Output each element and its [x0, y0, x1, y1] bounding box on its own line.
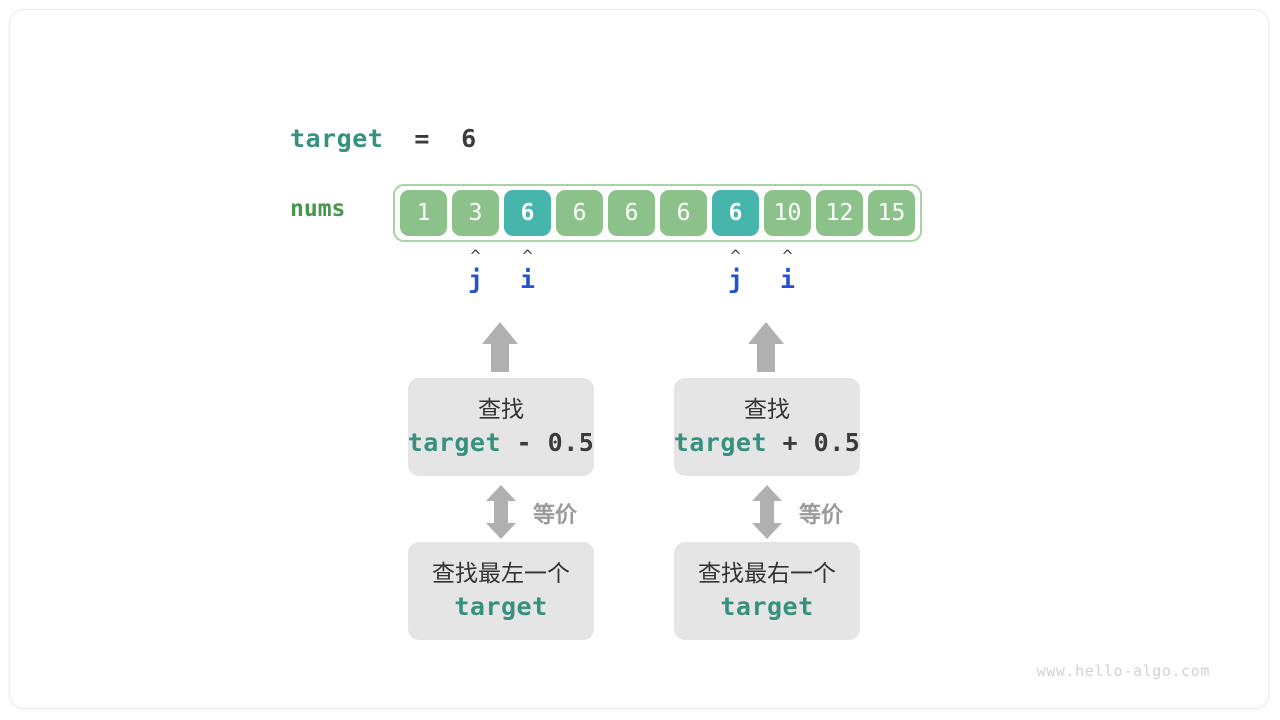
box-right-bottom-code: target — [720, 592, 814, 621]
target-value: 6 — [461, 123, 477, 153]
box-left-top-code-rest: - 0.5 — [501, 428, 595, 457]
box-left-top-line1: 查找 — [478, 397, 524, 423]
pointer-caret-icon: ^ — [470, 247, 481, 267]
array-cell-1: 3 — [452, 190, 499, 236]
box-right-bottom-line1: 查找最右一个 — [698, 561, 836, 587]
target-operator — [383, 124, 414, 153]
pointer-left-j: ^j — [456, 247, 496, 294]
up-arrow-left — [480, 320, 520, 372]
array-cell-5: 6 — [660, 190, 707, 236]
array-cell-4: 6 — [608, 190, 655, 236]
pointer-right-j: ^j — [716, 247, 756, 294]
pointer-name: j — [727, 265, 744, 294]
box-right-top-line1: 查找 — [744, 397, 790, 423]
equivalence-arrow-right — [750, 484, 784, 540]
box-right-top-code-rest: + 0.5 — [767, 428, 861, 457]
box-right-top-code-name: target — [673, 428, 767, 457]
box-right-bottom: 查找最右一个 target — [674, 542, 860, 640]
array-cell-7: 10 — [764, 190, 811, 236]
pointer-right-i: ^i — [768, 247, 808, 294]
box-left-bottom-line1: 查找最左一个 — [432, 561, 570, 587]
array-label: nums — [290, 196, 346, 222]
array-cell-8: 12 — [816, 190, 863, 236]
box-right-top: 查找 target + 0.5 — [674, 378, 860, 476]
pointer-caret-icon: ^ — [782, 247, 793, 267]
box-left-bottom: 查找最左一个 target — [408, 542, 594, 640]
box-left-bottom-code: target — [454, 592, 548, 621]
array-cell-0: 1 — [400, 190, 447, 236]
box-left-top: 查找 target - 0.5 — [408, 378, 594, 476]
target-variable-name: target — [290, 123, 384, 153]
box-left-top-code-name: target — [407, 428, 501, 457]
pointer-name: i — [779, 265, 796, 294]
equivalence-arrow-left — [484, 484, 518, 540]
array-cell-2: 6 — [504, 190, 551, 236]
pointer-name: i — [519, 265, 536, 294]
up-arrow-right — [746, 320, 786, 372]
watermark: www.hello-algo.com — [1036, 662, 1210, 680]
array-cell-9: 15 — [868, 190, 915, 236]
target-equals-sign: = — [414, 123, 430, 153]
pointer-left-i: ^i — [508, 247, 548, 294]
equivalence-label-left: 等价 — [533, 503, 578, 528]
pointer-name: j — [467, 265, 484, 294]
array-cell-3: 6 — [556, 190, 603, 236]
array-cell-6: 6 — [712, 190, 759, 236]
target-expression: target = 6 — [290, 118, 477, 158]
target-spacer — [430, 124, 461, 153]
equivalence-label-right: 等价 — [799, 503, 844, 528]
pointer-caret-icon: ^ — [522, 247, 533, 267]
box-right-top-code: target + 0.5 — [674, 426, 861, 460]
pointer-caret-icon: ^ — [730, 247, 741, 267]
box-left-top-code: target - 0.5 — [408, 426, 595, 460]
